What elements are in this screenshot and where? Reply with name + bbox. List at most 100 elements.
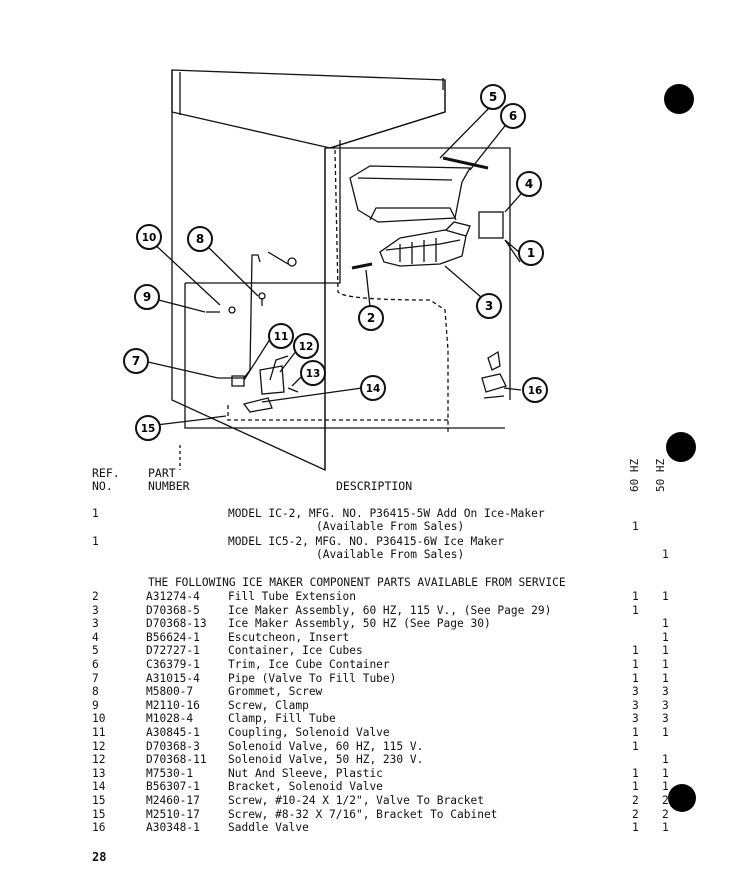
description: Screw, Clamp	[228, 698, 309, 712]
model-note: (Available From Sales)	[316, 548, 465, 561]
part-number: M7530-1	[146, 766, 194, 780]
ref-no: 3	[92, 617, 99, 631]
ref-no: 9	[92, 698, 99, 712]
callout-14: 14	[360, 375, 386, 401]
exploded-view-diagram: 5 6 4 1 3 2 10 8 9 11 12 13 7 14 15 16	[123, 69, 548, 472]
ref-no: 7	[92, 671, 99, 685]
qty-50hz: 1	[662, 617, 669, 631]
part-number: D70368-3	[146, 739, 200, 753]
qty-60hz: 1	[632, 726, 639, 739]
60hz-header: 60 HZ	[628, 458, 641, 492]
description: Clamp, Fill Tube	[228, 712, 336, 726]
qty-60hz: 1	[632, 739, 639, 753]
svg-text:13: 13	[306, 368, 321, 380]
part-number: D70368-13	[146, 617, 207, 631]
model-ref: 1	[92, 507, 99, 520]
qty-60hz: 1	[632, 590, 639, 603]
description: Solenoid Valve, 60 HZ, 115 V.	[228, 739, 424, 753]
qty-50hz: 3	[662, 698, 669, 712]
description: Container, Ice Cubes	[228, 644, 363, 658]
ref-no: 6	[92, 658, 99, 671]
svg-text:4: 4	[525, 177, 533, 191]
ref-no: 11	[92, 726, 106, 739]
qty-60hz: 1	[632, 780, 639, 794]
ref-no: 15	[92, 807, 106, 821]
section-title: THE FOLLOWING ICE MAKER COMPONENT PARTS …	[148, 576, 566, 589]
ref-no: 15	[92, 794, 106, 807]
qty-50hz: 2	[662, 794, 669, 807]
callout-7: 7	[123, 348, 149, 374]
part-number: C36379-1	[146, 658, 200, 671]
qty-50hz: 1	[662, 780, 669, 794]
qty-60hz: 2	[632, 794, 639, 807]
svg-text:12: 12	[299, 341, 314, 353]
ref-no: 4	[92, 630, 99, 644]
qty-60hz: 2	[632, 807, 639, 821]
punch-hole	[668, 784, 696, 812]
description: Trim, Ice Cube Container	[228, 658, 390, 671]
ref-no: 13	[92, 766, 106, 780]
svg-text:10: 10	[142, 232, 157, 244]
description: Ice Maker Assembly, 50 HZ (See Page 30)	[228, 617, 491, 631]
ref-no: 2	[92, 590, 99, 603]
svg-text:9: 9	[143, 290, 151, 304]
ref-no-header: REF. NO.	[92, 466, 120, 493]
punch-hole	[666, 432, 696, 462]
qty-50hz: 3	[662, 685, 669, 699]
ref-no: 12	[92, 753, 106, 767]
table-row: 3 D70368-13 Ice Maker Assembly, 50 HZ (See…	[92, 617, 692, 631]
part-number: M1028-4	[146, 712, 194, 726]
part-number: M5800-7	[146, 685, 194, 699]
qty-50hz: 1	[662, 644, 669, 658]
description: Grommet, Screw	[228, 685, 323, 699]
part-number: M2110-16	[146, 698, 200, 712]
svg-text:6: 6	[509, 109, 517, 123]
callout-15: 15	[135, 415, 161, 441]
callout-10: 10	[136, 224, 162, 250]
description: Pipe (Valve To Fill Tube)	[228, 671, 397, 685]
qty-60hz: 1	[632, 603, 639, 617]
qty-60hz: 3	[632, 712, 639, 726]
callout-4: 4	[516, 171, 542, 197]
model-note: (Available From Sales)	[316, 520, 465, 533]
qty-60hz: 1	[632, 766, 639, 780]
part-number: B56307-1	[146, 780, 200, 794]
description: Escutcheon, Insert	[228, 630, 350, 644]
qty-60hz: 1	[632, 644, 639, 658]
ref-no: 8	[92, 685, 99, 699]
model-ref: 1	[92, 535, 99, 548]
svg-text:14: 14	[366, 383, 381, 395]
callout-16: 16	[522, 377, 548, 403]
qty-50hz: 3	[662, 712, 669, 726]
part-number: A30348-1	[146, 821, 200, 835]
callout-13: 13	[300, 360, 326, 386]
part-number: A30845-1	[146, 726, 200, 739]
part-number: B56624-1	[146, 630, 200, 644]
qty-60hz: 1	[632, 658, 639, 671]
description: Bracket, Solenoid Valve	[228, 780, 383, 794]
qty-60hz: 1	[632, 821, 639, 835]
callout-12: 12	[293, 333, 319, 359]
description: Ice Maker Assembly, 60 HZ, 115 V., (See …	[228, 603, 552, 617]
50hz-header: 50 HZ	[654, 458, 667, 492]
table-row: 12 D70368-3 Solenoid Valve, 60 HZ, 115 V. 1	[92, 740, 692, 754]
svg-text:1: 1	[527, 246, 535, 260]
qty-50hz: 1	[662, 726, 669, 739]
description: Screw, #8-32 X 7/16", Bracket To Cabinet	[228, 807, 498, 821]
qty-50hz: 1	[662, 671, 669, 685]
description: Fill Tube Extension	[228, 590, 356, 603]
ref-no: 12	[92, 739, 106, 753]
qty-50hz: 1	[662, 658, 669, 671]
part-number: D70368-5	[146, 603, 200, 617]
callout-6: 6	[500, 103, 526, 129]
model-qty-60hz: 1	[632, 520, 639, 533]
qty-50hz: 1	[662, 753, 669, 767]
